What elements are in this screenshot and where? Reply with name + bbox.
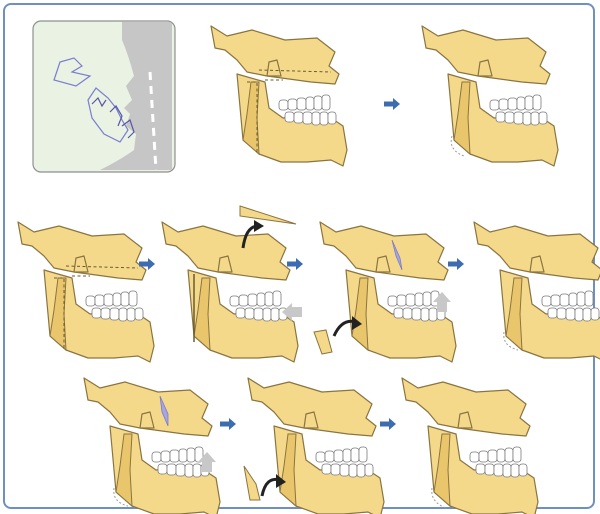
right-arrow-icon (220, 418, 236, 430)
right-arrow-icon (448, 258, 464, 270)
skull-preoperative (210, 25, 348, 167)
right-arrow-icon (287, 258, 303, 270)
bone-segment-removed (239, 205, 297, 225)
skull-row2-step4 (473, 221, 600, 363)
skull-row2-step1 (17, 221, 155, 363)
skull-row3-final (401, 377, 539, 514)
skull-row2-step3 (319, 221, 457, 363)
bone-fragment-removed (243, 465, 261, 501)
bone-fragment-removed (313, 329, 333, 355)
skull-row3-step2 (247, 377, 385, 514)
skull-row3-step1 (83, 377, 221, 514)
profile-inset (32, 20, 176, 173)
skull-row2-step2 (161, 221, 299, 363)
right-arrow-icon (380, 418, 396, 430)
right-arrow-icon (384, 98, 400, 110)
skull-postoperative-result (421, 25, 559, 167)
